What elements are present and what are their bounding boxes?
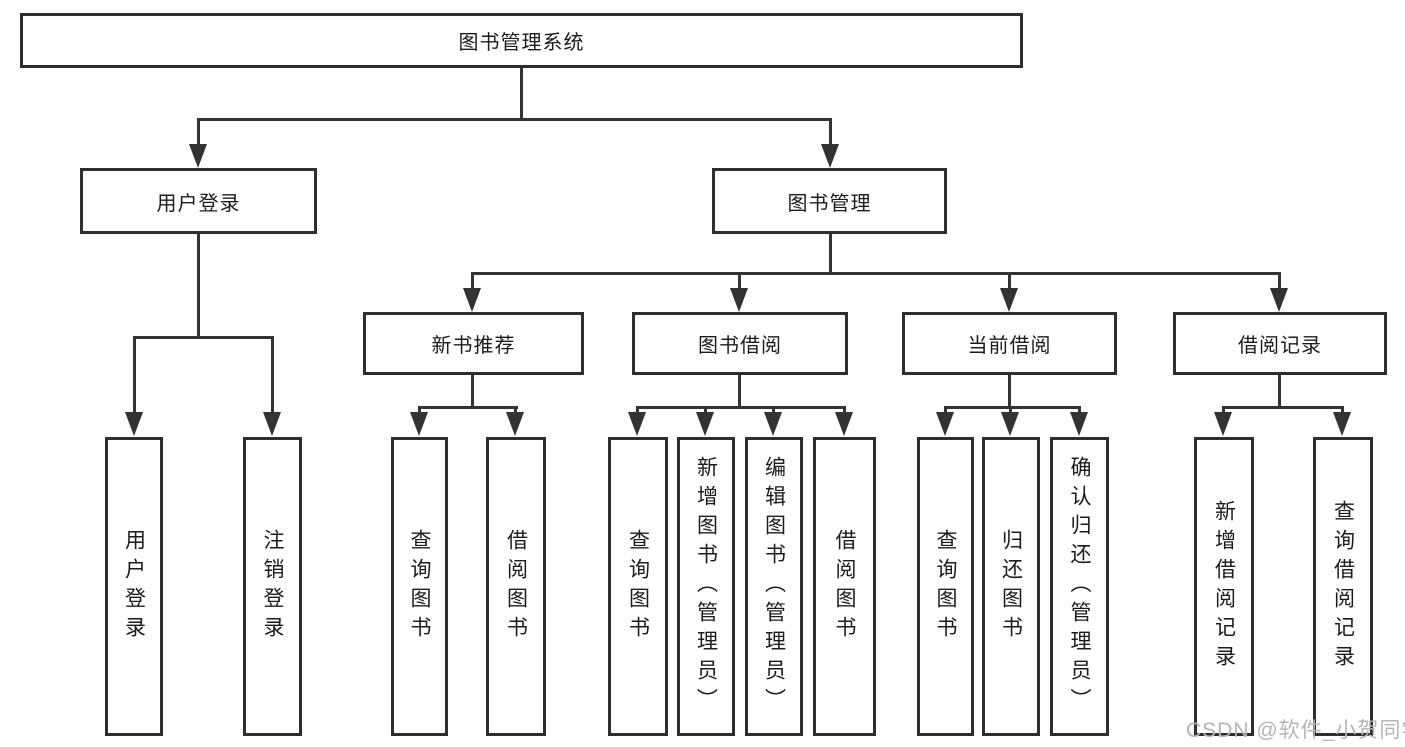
- node-label: 借阅图书: [504, 528, 528, 645]
- arrow-down-icon: [1070, 412, 1088, 436]
- node-label: 新增图书（管理员）: [694, 456, 718, 717]
- node-library-system: 图书管理系统: [20, 13, 1023, 68]
- node-label: 查询图书: [626, 528, 650, 645]
- connector: [418, 406, 421, 416]
- node-book-management: 图书管理: [712, 168, 947, 234]
- node-label: 归还图书: [999, 528, 1023, 645]
- connector: [271, 336, 274, 416]
- leaf-user-login: 用户登录: [105, 437, 163, 736]
- node-label: 查询借阅记录: [1331, 499, 1355, 674]
- connector: [1078, 406, 1081, 416]
- leaf-query-borrow-record: 查询借阅记录: [1313, 437, 1373, 736]
- leaf-query-book-recommend: 查询图书: [391, 437, 448, 736]
- connector: [133, 336, 274, 339]
- connector: [197, 234, 200, 339]
- node-label: 编辑图书（管理员）: [762, 456, 786, 717]
- connector: [772, 406, 775, 416]
- connector: [514, 406, 517, 416]
- node-label: 查询图书: [408, 528, 431, 645]
- connector: [1222, 406, 1225, 416]
- connector: [133, 336, 136, 416]
- node-label: 当前借阅: [967, 335, 1052, 357]
- node-label: 用户登录: [156, 192, 241, 215]
- leaf-query-book-borrowing: 查询图书: [608, 437, 668, 736]
- connector: [1008, 272, 1011, 292]
- arrow-down-icon: [835, 412, 853, 436]
- connector: [471, 375, 474, 409]
- arrow-down-icon: [263, 412, 281, 436]
- connector: [704, 406, 707, 416]
- leaf-confirm-return-admin: 确认归还（管理员）: [1050, 437, 1109, 736]
- node-label: 借阅记录: [1238, 335, 1322, 357]
- connector: [1222, 406, 1344, 409]
- connector: [829, 118, 832, 148]
- arrow-down-icon: [506, 412, 524, 436]
- node-label: 借阅图书: [833, 528, 856, 645]
- connector: [944, 406, 1081, 409]
- arrow-down-icon: [696, 412, 714, 436]
- node-borrowing-records: 借阅记录: [1173, 312, 1387, 375]
- arrow-down-icon: [1214, 412, 1232, 436]
- node-label: 新书推荐: [431, 335, 516, 357]
- node-label: 图书借阅: [698, 335, 782, 357]
- arrow-down-icon: [730, 288, 748, 312]
- arrow-down-icon: [189, 144, 207, 168]
- arrow-down-icon: [1270, 288, 1288, 312]
- arrow-down-icon: [125, 412, 143, 436]
- connector: [636, 406, 639, 416]
- leaf-query-book-current: 查询图书: [917, 437, 974, 736]
- connector: [829, 234, 832, 275]
- connector: [471, 272, 474, 292]
- leaf-return-book: 归还图书: [982, 437, 1040, 736]
- connector: [418, 406, 518, 409]
- connector: [197, 118, 200, 148]
- arrow-down-icon: [764, 412, 782, 436]
- connector: [944, 406, 947, 416]
- connector: [738, 272, 741, 292]
- leaf-borrow-book: 借阅图书: [813, 437, 876, 736]
- node-label: 查询图书: [934, 528, 957, 645]
- arrow-down-icon: [936, 412, 954, 436]
- arrow-down-icon: [628, 412, 646, 436]
- arrow-down-icon: [463, 288, 481, 312]
- leaf-edit-book-admin: 编辑图书（管理员）: [745, 437, 803, 736]
- node-label: 图书管理: [787, 192, 872, 215]
- node-label: 新增借阅记录: [1212, 499, 1236, 674]
- node-label: 图书管理系统: [458, 32, 585, 54]
- connector: [738, 375, 741, 409]
- connector: [197, 118, 831, 121]
- leaf-logout: 注销登录: [243, 437, 302, 736]
- node-new-book-recommend: 新书推荐: [363, 312, 584, 375]
- connector: [1341, 406, 1344, 416]
- connector: [636, 406, 846, 409]
- arrow-down-icon: [410, 412, 428, 436]
- connector: [1009, 406, 1012, 416]
- connector: [1278, 272, 1281, 292]
- node-label: 确认归还（管理员）: [1068, 456, 1091, 717]
- leaf-borrow-book-recommend: 借阅图书: [486, 437, 546, 736]
- connector: [1008, 375, 1011, 409]
- arrow-down-icon: [1001, 412, 1019, 436]
- arrow-down-icon: [1333, 412, 1351, 436]
- node-book-borrowing: 图书借阅: [632, 312, 848, 375]
- node-label: 用户登录: [122, 528, 146, 645]
- leaf-add-borrow-record: 新增借阅记录: [1194, 437, 1254, 736]
- connector: [1278, 375, 1281, 409]
- node-current-borrowing: 当前借阅: [902, 312, 1117, 375]
- arrow-down-icon: [821, 144, 839, 168]
- node-label: 注销登录: [261, 528, 284, 645]
- connector: [843, 406, 846, 416]
- connector: [520, 68, 523, 121]
- leaf-add-book-admin: 新增图书（管理员）: [677, 437, 735, 736]
- csdn-watermark: CSDN @软件_小贺同学: [1186, 719, 1405, 742]
- connector: [471, 272, 1281, 275]
- arrow-down-icon: [1000, 288, 1018, 312]
- node-user-login: 用户登录: [80, 168, 317, 234]
